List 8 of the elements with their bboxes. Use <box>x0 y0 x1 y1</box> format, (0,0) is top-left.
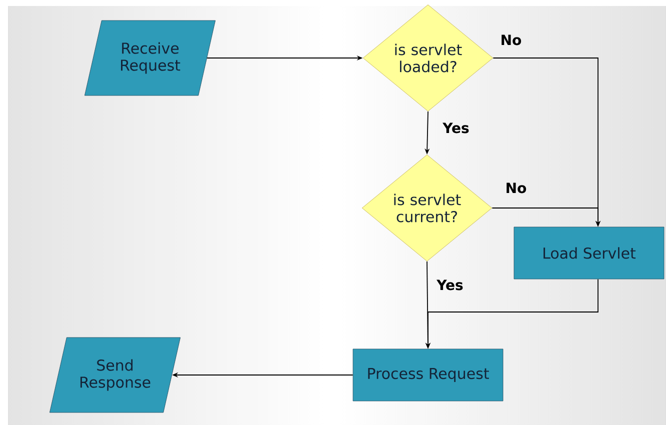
process-box: Process Request <box>352 348 504 402</box>
edge-label: Yes <box>436 280 463 290</box>
edge-label: No <box>502 34 522 46</box>
io-parallelogram: Send Response <box>49 337 181 413</box>
edge-label: No <box>506 182 526 194</box>
io-parallelogram: Receive Request <box>84 20 216 96</box>
process-box: Load Servlet <box>514 226 664 280</box>
edge-label: Yes <box>442 122 469 134</box>
